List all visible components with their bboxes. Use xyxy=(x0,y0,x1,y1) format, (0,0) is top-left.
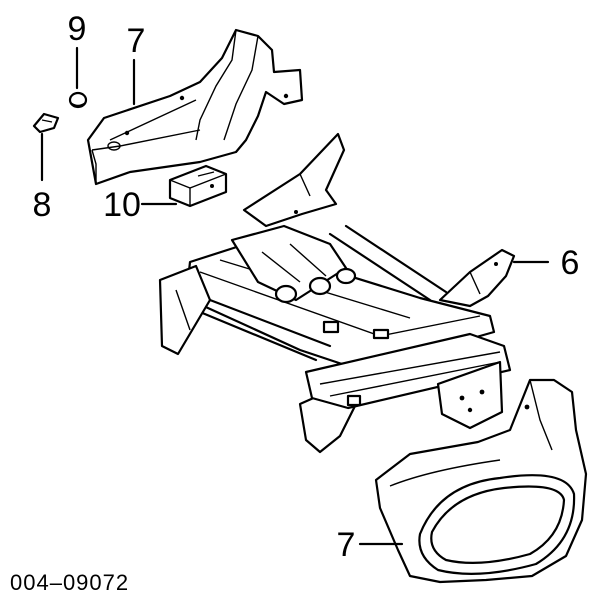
part-7-lower-shield xyxy=(374,378,588,584)
part-7-upper-shield xyxy=(86,28,304,186)
part-9-cap xyxy=(68,91,88,109)
callout-6: 6 xyxy=(561,244,580,282)
part-8-clip xyxy=(32,112,60,134)
callout-8: 8 xyxy=(33,186,52,224)
seat-track-frame xyxy=(158,132,516,454)
callout-9: 9 xyxy=(68,10,87,48)
part-10-switch xyxy=(168,164,228,208)
callout-7-upper: 7 xyxy=(127,22,146,60)
drawing-number: 004–09072 xyxy=(10,570,129,595)
callout-7-lower: 7 xyxy=(337,526,356,564)
callout-10: 10 xyxy=(103,186,141,224)
